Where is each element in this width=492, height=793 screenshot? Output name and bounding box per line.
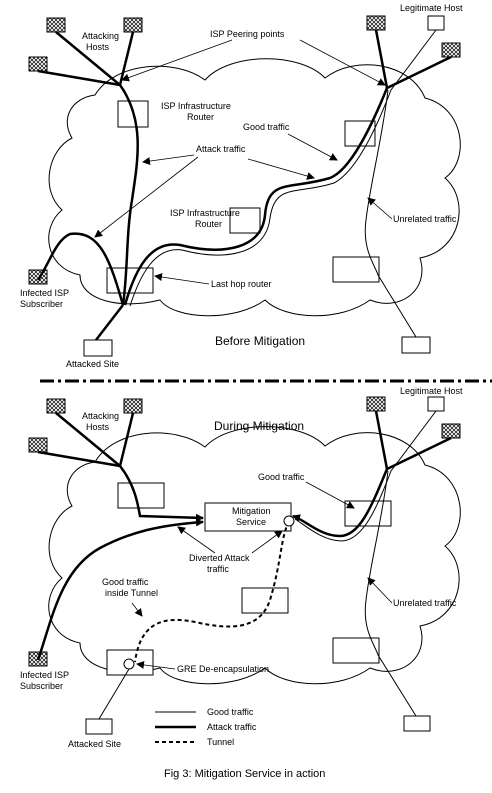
legend-attack-label: Attack traffic: [207, 722, 257, 732]
attacking-host: [366, 15, 386, 31]
legend-tunnel-label: Tunnel: [207, 737, 234, 747]
attacking-host: [123, 398, 143, 414]
gre-endpoint: [123, 658, 135, 670]
attack-traffic-lines: [36, 410, 452, 661]
legitimate-host-label: Legitimate Host: [400, 3, 463, 13]
attacking-host: [441, 423, 461, 439]
attacking-host: [46, 398, 66, 414]
attacked-site-box: [85, 718, 113, 735]
unrelated-endpoint: [403, 715, 431, 732]
legitimate-host-box: [427, 15, 445, 31]
legitimate-host-box: [427, 396, 445, 412]
good-traffic-label: Good traffic: [243, 122, 290, 132]
legitimate-host-label: Legitimate Host: [400, 386, 463, 396]
legend: Good traffic Attack traffic Tunnel: [155, 707, 257, 747]
annotation-arrows: [131, 481, 393, 670]
unrelated-router: [332, 256, 380, 283]
attacked-site-link: [98, 668, 130, 720]
last-hop-label: Last hop router: [211, 279, 272, 289]
annotation-arrows: [94, 39, 393, 285]
attacking-host: [441, 42, 461, 58]
isp-router-1: [117, 482, 165, 509]
figure-caption: Fig 3: Mitigation Service in action: [164, 768, 325, 780]
good-traffic-line: [129, 29, 437, 307]
good-traffic-label: Good traffic: [258, 472, 305, 482]
unrelated-traffic-line: [364, 470, 417, 717]
attacking-host: [366, 396, 386, 412]
legend-good-label: Good traffic: [207, 707, 254, 717]
infected-subscriber-host: [28, 269, 48, 285]
attacking-host: [46, 17, 66, 33]
attacked-site-label: Attacked Site: [68, 739, 121, 749]
gre-label: GRE De-encapsulation: [177, 664, 269, 674]
unrelated-traffic-label: Unrelated traffic: [393, 214, 457, 224]
isp-peering-label: ISP Peering points: [210, 29, 285, 39]
during-mitigation-title: During Mitigation: [214, 419, 304, 433]
isp-router-2: [229, 207, 261, 234]
unrelated-traffic-label: Unrelated traffic: [393, 598, 457, 608]
attacked-site-box: [83, 339, 113, 357]
unrelated-endpoint: [401, 336, 431, 354]
attacking-host: [28, 56, 48, 72]
attacking-host: [28, 437, 48, 453]
mitigation-service-box: [204, 502, 292, 532]
attacked-site-label: Attacked Site: [66, 359, 119, 369]
before-mitigation-title: Before Mitigation: [215, 334, 305, 348]
good-traffic-line: [294, 410, 437, 542]
mitigation-endpoint: [283, 515, 295, 527]
unrelated-traffic-line: [364, 89, 417, 338]
attacking-host: [123, 17, 143, 33]
isp-cloud-top: [48, 58, 461, 317]
isp-cloud-bottom: [48, 426, 461, 685]
unrelated-router: [332, 637, 380, 664]
tunnel-line: [134, 520, 290, 663]
attack-traffic-label: Attack traffic: [196, 144, 246, 154]
